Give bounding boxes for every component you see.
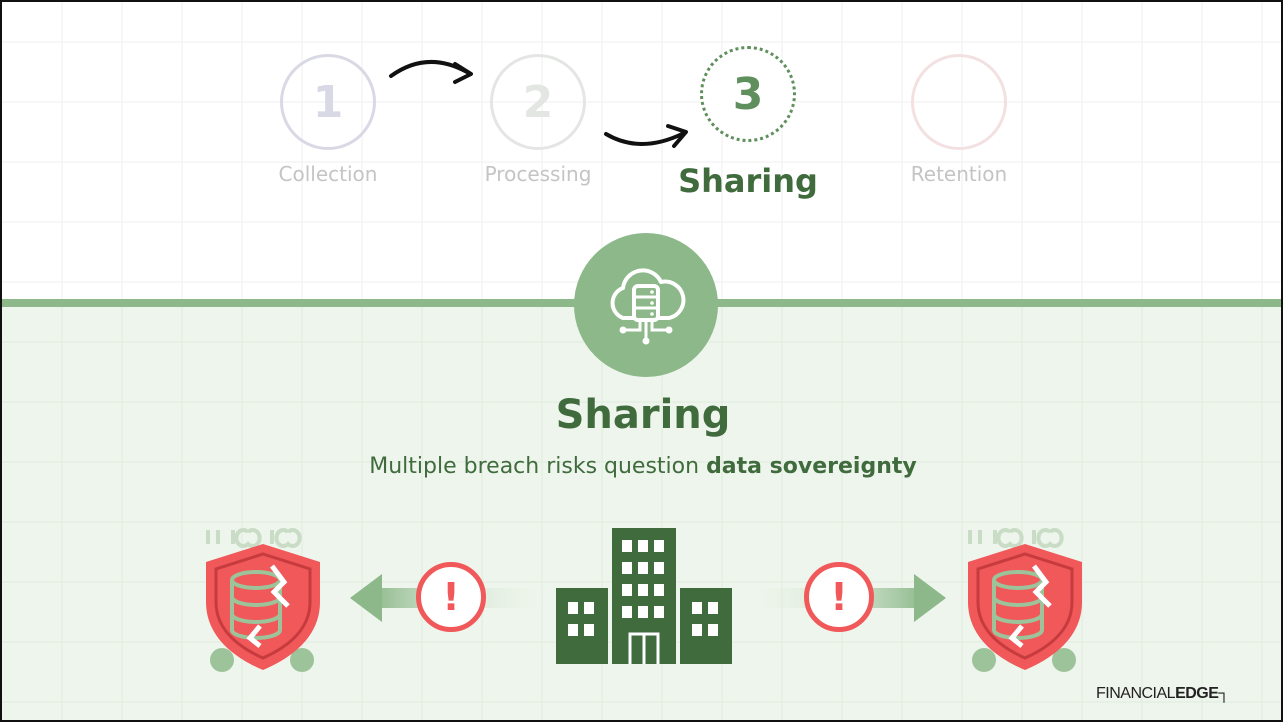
background-grid (2, 2, 1281, 302)
subtitle-emphasis: data sovereignty (706, 454, 917, 479)
curved-arrow-icon (389, 60, 473, 84)
brand-logo: FINANCIALEDGE┐ (1096, 685, 1230, 703)
step-4-circle (911, 54, 1007, 150)
alert-symbol: ! (442, 575, 460, 619)
alert-symbol: ! (830, 575, 848, 619)
subtitle-text: Multiple breach risks question (369, 454, 707, 479)
step-2-circle: 2 (490, 54, 586, 150)
section-title: Sharing (555, 392, 731, 438)
step-3-label: Sharing (678, 162, 818, 200)
curved-arrow-icon (604, 124, 688, 148)
step-4-label: Retention (910, 162, 1008, 186)
cloud-database-icon (574, 233, 718, 377)
step-1-circle: 1 (280, 54, 376, 150)
step-1-label: Collection (278, 162, 378, 186)
brand-prefix: FINANCIAL (1096, 685, 1176, 702)
step-3-number: 3 (732, 68, 764, 120)
breached-shield-database-icon (206, 528, 320, 672)
step-3-circle: 3 (700, 46, 796, 142)
step-2-label: Processing (484, 162, 592, 186)
alert-icon: ! (416, 562, 486, 632)
brand-mark: ┐ (1218, 685, 1230, 702)
section-subtitle: Multiple breach risks question data sove… (243, 454, 1043, 479)
step-1-number: 1 (312, 76, 344, 128)
brand-suffix: EDGE (1175, 685, 1219, 702)
alert-icon: ! (804, 562, 874, 632)
step-2-number: 2 (522, 76, 554, 128)
office-buildings-icon (556, 528, 732, 664)
breached-shield-database-icon (968, 528, 1082, 672)
